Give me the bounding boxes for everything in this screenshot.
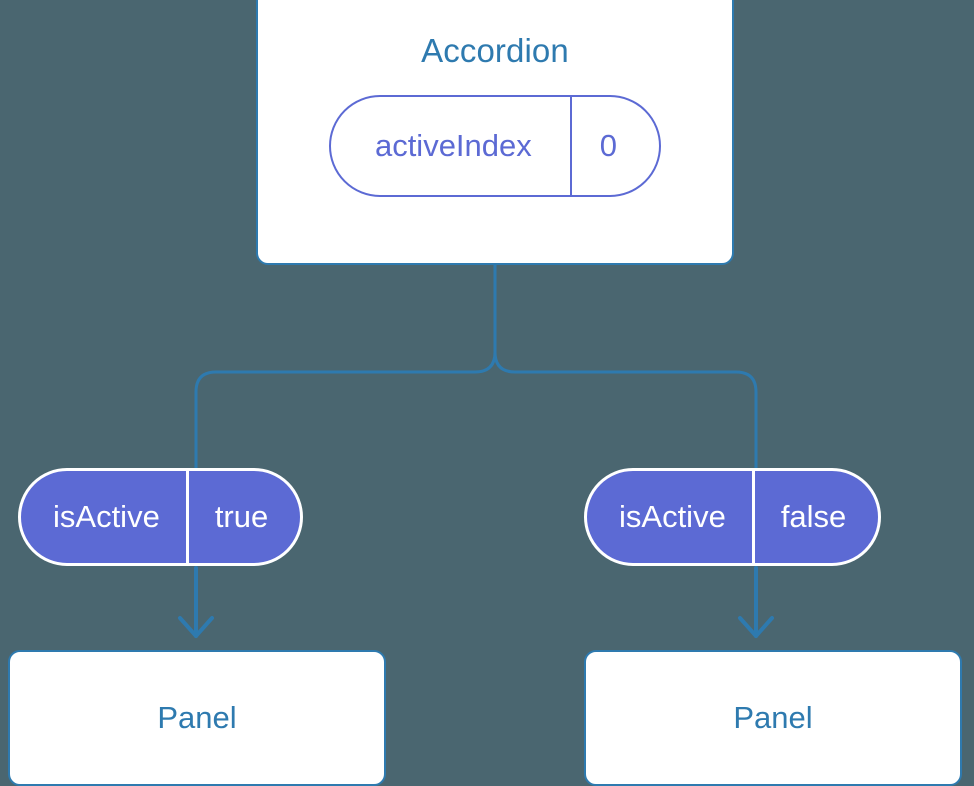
prop-pill-right-key: isActive [619, 499, 726, 534]
panel-component-card-left[interactable]: Panel [8, 650, 386, 786]
diagram-canvas: Accordion activeIndex 0 isActive true is… [8, 0, 962, 786]
prop-pill-right-value: false [751, 471, 878, 563]
panel-left-title: Panel [157, 700, 237, 735]
panel-component-card-right[interactable]: Panel [584, 650, 962, 786]
arrow-right-head-icon [738, 616, 774, 638]
arrow-left-head-icon [178, 616, 214, 638]
prop-pill-left-key: isActive [53, 499, 160, 534]
prop-pill-left-value: true [185, 471, 300, 563]
accordion-title: Accordion [421, 32, 569, 69]
panel-right-title: Panel [733, 700, 813, 735]
accordion-state-value: 0 [569, 97, 659, 195]
prop-pill-right[interactable]: isActive false [584, 468, 882, 566]
accordion-state-key: activeIndex [374, 128, 532, 163]
prop-pill-left[interactable]: isActive true [18, 468, 304, 566]
accordion-state-pill[interactable]: activeIndex 0 [328, 95, 662, 197]
accordion-component-card[interactable]: Accordion activeIndex 0 [256, 0, 734, 265]
tree-edge-right [493, 350, 758, 470]
tree-edge-left [194, 350, 497, 470]
